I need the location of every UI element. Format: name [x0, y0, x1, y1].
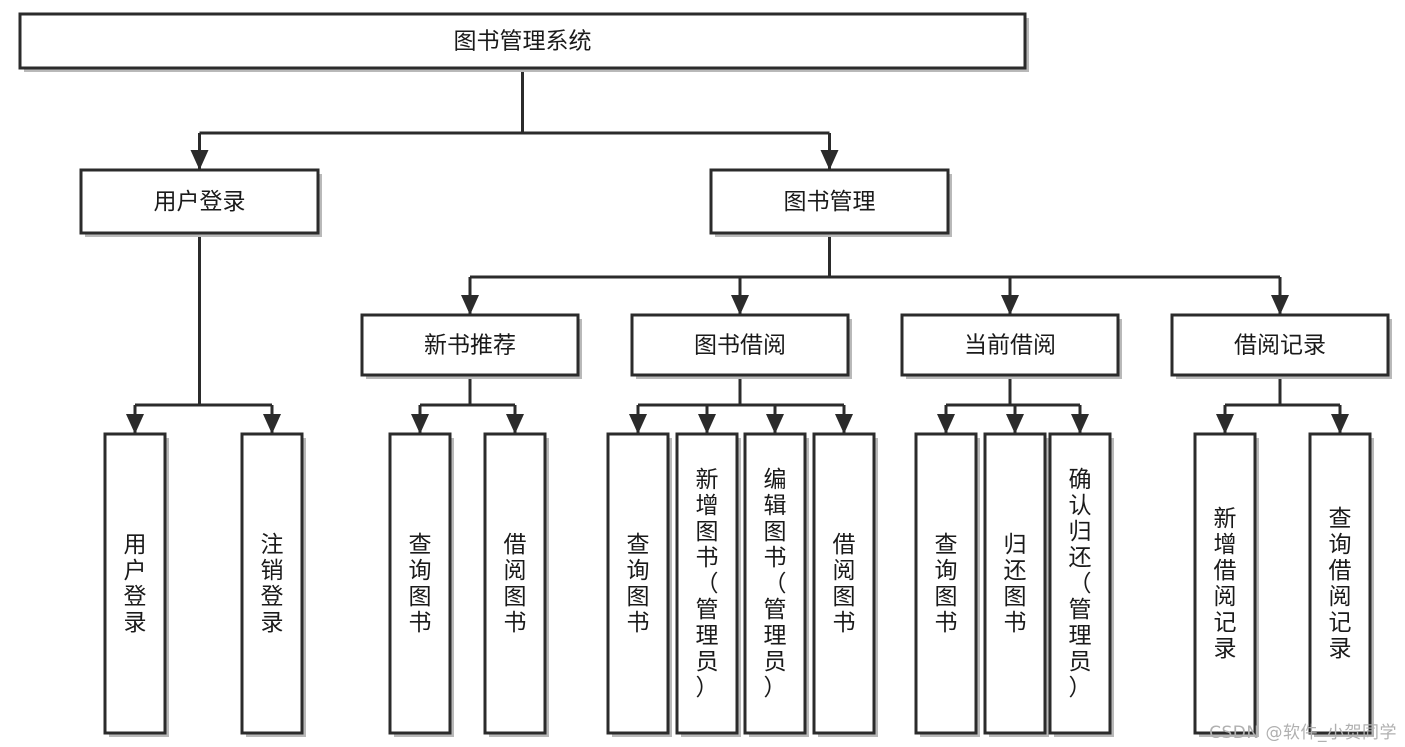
arrow-head-icon — [731, 295, 749, 315]
diagram-node-leaf-8[interactable]: 查询图书 — [914, 432, 980, 737]
node-label: 图书管理 — [784, 189, 876, 215]
node-label: 用户登录 — [154, 189, 246, 215]
node-box[interactable] — [812, 432, 876, 735]
node-box[interactable] — [914, 432, 978, 735]
arrow-head-icon — [411, 414, 429, 434]
node-label: 确认归还（管理员） — [1069, 467, 1092, 701]
node-box[interactable] — [743, 432, 807, 735]
node-box[interactable] — [360, 313, 580, 377]
node-box[interactable] — [983, 432, 1047, 735]
node-label: 查询图书 — [935, 532, 958, 636]
diagram-node-root-0[interactable]: 图书管理系统 — [18, 12, 1029, 72]
arrow-head-icon — [937, 414, 955, 434]
arrow-head-icon — [1006, 414, 1024, 434]
diagram-node-l3-0[interactable]: 新书推荐 — [360, 313, 582, 379]
diagram-node-leaf-12[interactable]: 查询借阅记录 — [1308, 432, 1374, 737]
node-label: 借阅记录 — [1234, 333, 1326, 359]
arrow-head-icon — [126, 414, 144, 434]
diagram-node-leaf-0[interactable]: 用户登录 — [103, 432, 169, 737]
diagram-node-leaf-3[interactable]: 借阅图书 — [483, 432, 549, 737]
arrow-head-icon — [506, 414, 524, 434]
node-label: 注销登录 — [261, 532, 284, 636]
node-label: 查询图书 — [627, 532, 650, 636]
arrow-head-icon — [820, 150, 839, 170]
arrow-head-icon — [1271, 295, 1289, 315]
node-box[interactable] — [240, 432, 304, 735]
node-box[interactable] — [606, 432, 670, 735]
node-box[interactable] — [900, 313, 1120, 377]
node-label: 查询图书 — [409, 532, 432, 636]
node-label: 借阅图书 — [833, 532, 856, 636]
node-label: 编辑图书（管理员） — [764, 467, 787, 701]
node-label: 图书管理系统 — [454, 29, 592, 55]
diagram-node-l2-1[interactable]: 图书管理 — [709, 168, 952, 237]
node-box[interactable] — [79, 168, 320, 235]
arrow-head-icon — [1071, 414, 1089, 434]
node-box[interactable] — [18, 12, 1027, 70]
diagram-node-l3-1[interactable]: 图书借阅 — [630, 313, 852, 379]
node-label: 新增图书（管理员） — [696, 467, 719, 701]
diagram-node-l3-2[interactable]: 当前借阅 — [900, 313, 1122, 379]
node-box[interactable] — [630, 313, 850, 377]
node-box[interactable] — [709, 168, 950, 235]
diagram-node-leaf-11[interactable]: 新增借阅记录 — [1193, 432, 1259, 737]
arrow-head-icon — [629, 414, 647, 434]
diagram-node-l2-0[interactable]: 用户登录 — [79, 168, 322, 237]
node-box[interactable] — [483, 432, 547, 735]
arrow-head-icon — [698, 414, 716, 434]
arrow-head-icon — [1331, 414, 1349, 434]
node-label: 图书借阅 — [694, 333, 786, 359]
arrow-head-icon — [1001, 295, 1019, 315]
diagram-node-leaf-2[interactable]: 查询图书 — [388, 432, 454, 737]
connector-lines — [126, 68, 1349, 434]
diagram-node-leaf-5[interactable]: 新增图书（管理员） — [675, 432, 741, 737]
diagram-nodes: 图书管理系统用户登录图书管理新书推荐图书借阅当前借阅借阅记录用户登录注销登录查询… — [18, 12, 1392, 737]
diagram-node-l3-3[interactable]: 借阅记录 — [1170, 313, 1392, 379]
node-label: 新增借阅记录 — [1214, 506, 1237, 662]
diagram-node-leaf-1[interactable]: 注销登录 — [240, 432, 306, 737]
arrow-head-icon — [461, 295, 479, 315]
arrow-head-icon — [190, 150, 209, 170]
node-label: 新书推荐 — [424, 333, 516, 359]
node-box[interactable] — [388, 432, 452, 735]
node-label: 当前借阅 — [964, 333, 1056, 359]
arrow-head-icon — [1216, 414, 1234, 434]
diagram-node-leaf-6[interactable]: 编辑图书（管理员） — [743, 432, 809, 737]
node-label: 查询借阅记录 — [1329, 506, 1352, 662]
node-box[interactable] — [1048, 432, 1112, 735]
node-box[interactable] — [1308, 432, 1372, 735]
node-label: 借阅图书 — [504, 532, 527, 636]
diagram-node-leaf-9[interactable]: 归还图书 — [983, 432, 1049, 737]
diagram-node-leaf-7[interactable]: 借阅图书 — [812, 432, 878, 737]
node-label: 用户登录 — [124, 532, 147, 636]
node-label: 归还图书 — [1004, 532, 1027, 636]
arrow-head-icon — [766, 414, 784, 434]
node-box[interactable] — [675, 432, 739, 735]
node-box[interactable] — [103, 432, 167, 735]
node-box[interactable] — [1193, 432, 1257, 735]
diagram-node-leaf-10[interactable]: 确认归还（管理员） — [1048, 432, 1114, 737]
node-box[interactable] — [1170, 313, 1390, 377]
arrow-head-icon — [835, 414, 853, 434]
diagram-node-leaf-4[interactable]: 查询图书 — [606, 432, 672, 737]
arrow-head-icon — [263, 414, 281, 434]
